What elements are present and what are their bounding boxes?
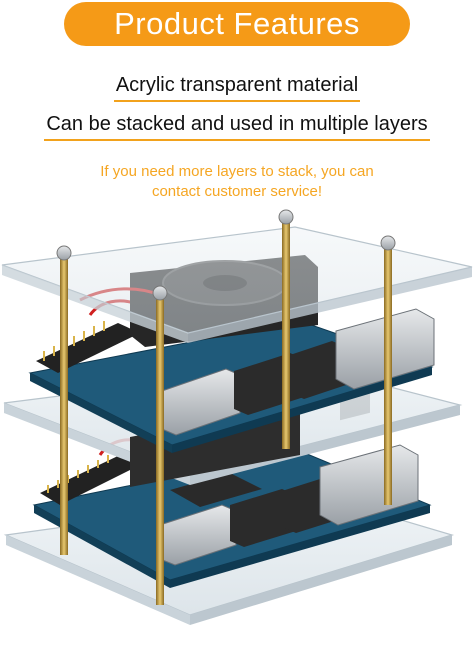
- feature-line-1: Acrylic transparent material: [0, 73, 474, 102]
- feature-line-2: Can be stacked and used in multiple laye…: [0, 112, 474, 141]
- feature-label-stackable: Can be stacked and used in multiple laye…: [44, 112, 430, 141]
- product-features-banner: Product Features: [64, 2, 410, 46]
- circuit-board-bottom: [32, 392, 432, 588]
- stacked-case-illustration: [1, 209, 473, 625]
- banner-title: Product Features: [114, 6, 360, 41]
- brass-standoffs: [56, 209, 396, 605]
- acrylic-plate-top: [1, 226, 473, 343]
- feature-label-material: Acrylic transparent material: [113, 73, 361, 102]
- note-line-1: If you need more layers to stack, you ca…: [100, 163, 374, 180]
- note-line-2: contact customer service!: [151, 183, 323, 200]
